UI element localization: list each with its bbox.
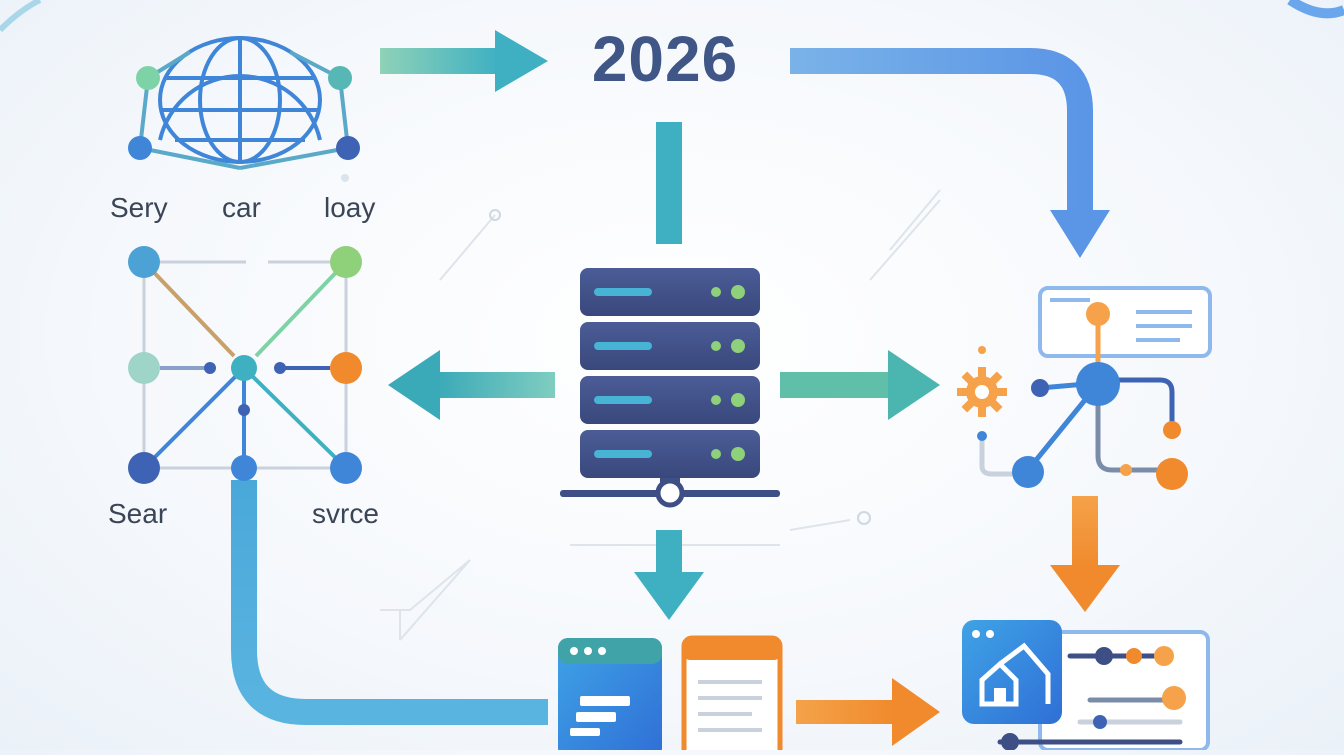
node-mesh-icon [128,246,362,484]
corner-arc-left [0,0,42,33]
dashboard-icon [962,620,1210,752]
arrow-globe-to-title [380,30,548,92]
decorative-lines [380,189,941,641]
label-mid-left-2: svrce [312,498,379,529]
workflow-gear-icon [957,286,1212,490]
arrow-title-to-server [656,122,682,244]
diagram-title: 2026 [591,23,739,95]
pipe-mesh-to-browser [231,480,548,725]
decor-dot [489,209,501,221]
browser-window-icon [558,638,662,755]
corner-arc-right [1287,0,1344,19]
label-top-left-3: loay [324,192,376,223]
arrow-document-to-dashboard [796,678,940,746]
decor-dot [857,511,871,525]
label-top-left-1: Sery [110,192,168,223]
decor-dot [341,174,349,182]
arrow-server-to-workflow [780,350,940,420]
label-mid-left-1: Sear [108,498,168,529]
document-icon [681,635,783,755]
globe-network-icon [128,36,360,170]
arrow-server-to-browser [634,530,704,620]
server-rack-icon [560,268,780,508]
label-top-left-2: car [222,192,261,223]
arrow-server-to-mesh [388,350,555,420]
arrow-workflow-to-dashboard [1050,496,1120,612]
arrow-title-to-workflow [790,48,1110,258]
